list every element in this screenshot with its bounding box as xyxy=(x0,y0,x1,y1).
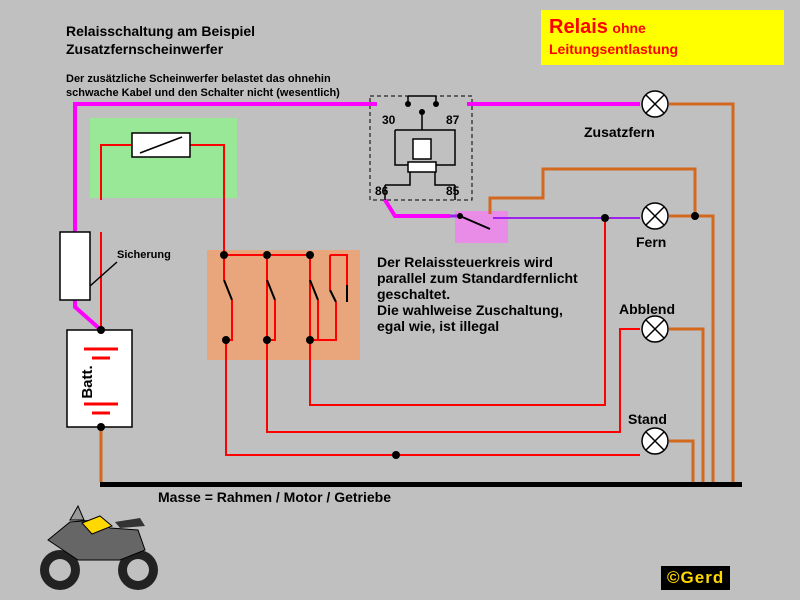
relay-pin-86: 86 xyxy=(375,184,389,198)
lamp-abblend xyxy=(641,315,669,343)
relay-internals xyxy=(384,95,456,200)
lamp-label-abblend: Abblend xyxy=(619,301,675,317)
brown-wires xyxy=(99,102,735,482)
relay-pin-30: 30 xyxy=(382,113,396,127)
fuse xyxy=(59,231,91,301)
lamps xyxy=(641,90,669,455)
copyright-badge: ©Gerd xyxy=(661,566,731,590)
fuse-label: Sicherung xyxy=(117,249,171,261)
main-switch-diagonal xyxy=(139,136,183,154)
lamp-stand xyxy=(641,427,669,455)
highlight-switch-area xyxy=(90,118,237,198)
title-badge: Relais ohne Leitungsentlastung xyxy=(541,10,784,65)
battery xyxy=(66,329,133,428)
lamp-label-zusatzfern: Zusatzfern xyxy=(584,124,655,140)
highlight-light-switch-area xyxy=(207,250,360,360)
red-wires xyxy=(100,144,640,456)
page-subtitle: Der zusätzliche Scheinwerfer belastet da… xyxy=(66,73,340,99)
description: Der Relaissteuerkreis wird parallel zum … xyxy=(377,254,578,334)
relay-coil xyxy=(412,138,432,160)
page-title: Relaisschaltung am Beispiel Zusatzfernsc… xyxy=(66,23,256,57)
highlight-parallel-switch-area xyxy=(455,211,508,243)
motorcycle-illustration xyxy=(40,504,158,590)
lamp-zusatzfern xyxy=(641,90,669,118)
magenta-wires xyxy=(73,102,640,332)
relay-pin-85: 85 xyxy=(446,184,460,198)
lamp-fern xyxy=(641,202,669,230)
lamp-label-stand: Stand xyxy=(628,411,667,427)
relay-coil-2 xyxy=(407,161,437,173)
relay-pin-87: 87 xyxy=(446,113,460,127)
ground-bar xyxy=(100,482,742,487)
lamp-label-fern: Fern xyxy=(636,234,667,250)
junction-dots xyxy=(97,101,699,459)
battery-label: Batt. xyxy=(79,365,96,399)
parallel-switch xyxy=(459,215,491,230)
ground-label: Masse = Rahmen / Motor / Getriebe xyxy=(158,489,392,505)
light-switch-contacts xyxy=(223,279,348,303)
fuse-pointer xyxy=(89,261,118,287)
